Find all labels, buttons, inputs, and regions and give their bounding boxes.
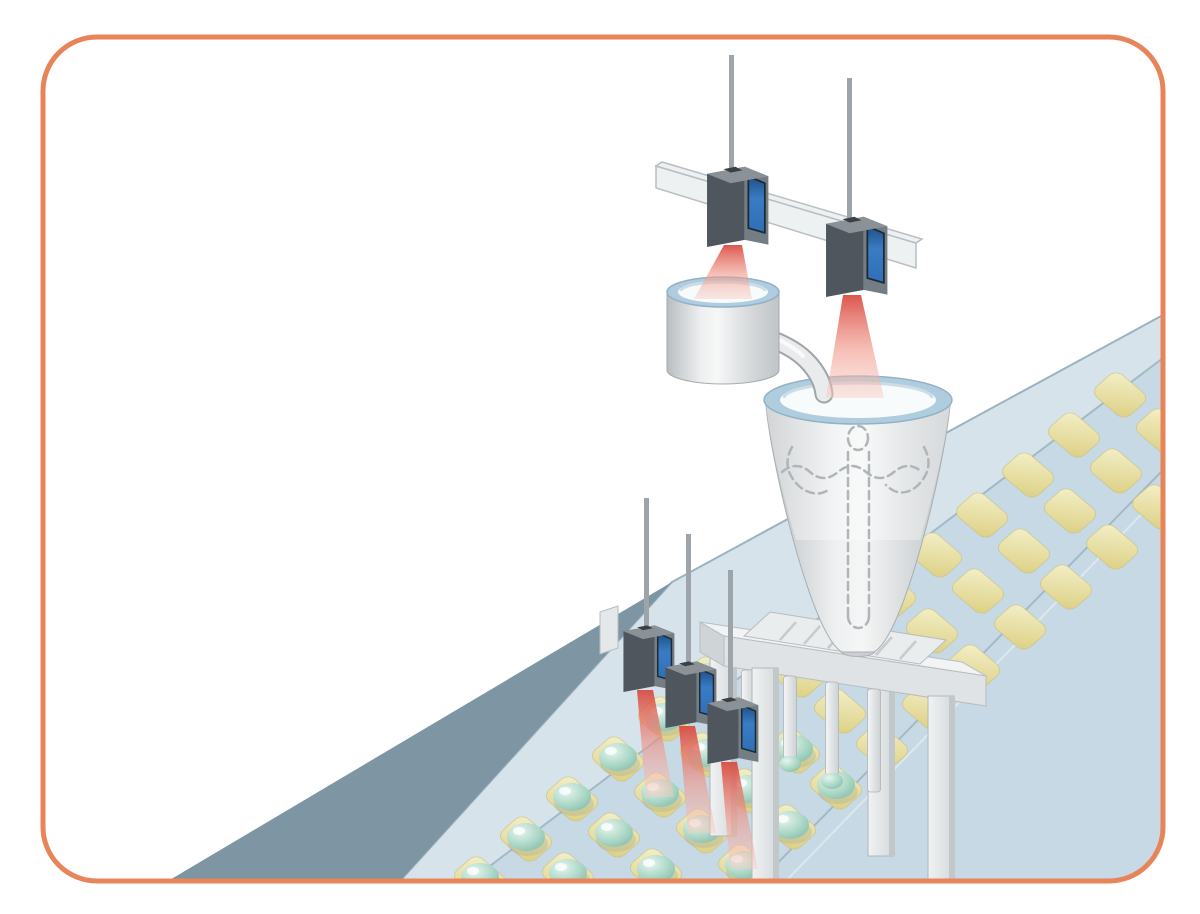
nozzle — [867, 688, 881, 793]
scene — [168, 55, 1163, 881]
frame-border — [40, 34, 1166, 884]
laser-beam-tank — [694, 245, 752, 299]
product-blob — [595, 819, 633, 847]
tray — [1039, 564, 1093, 610]
product-blob — [507, 823, 545, 851]
tray — [1093, 372, 1147, 418]
tray — [955, 492, 1009, 538]
laser-beam-hopper — [826, 295, 884, 398]
tank-body — [666, 291, 780, 385]
conveyor-flange — [400, 315, 1163, 881]
sensor-rod — [686, 534, 691, 666]
level-sensor-tank — [706, 165, 770, 248]
blob-highlight — [777, 815, 789, 823]
inspection-sensor-3 — [706, 696, 760, 765]
gantry-leg-shade — [949, 696, 955, 881]
blob-highlight — [555, 863, 567, 871]
gantry-leg-shade — [889, 648, 895, 856]
product-blob — [599, 743, 637, 771]
tray — [1131, 484, 1163, 530]
sensor-bracket — [599, 605, 619, 655]
tray — [1043, 488, 1097, 534]
sensor-rod — [729, 55, 734, 175]
blob-highlight — [643, 859, 655, 867]
tray — [1085, 524, 1139, 570]
sensor-rod — [644, 498, 649, 630]
dispenser-nozzles — [737, 669, 881, 793]
sensor-rod — [728, 570, 733, 702]
blob-highlight — [467, 867, 479, 875]
hopper-internal-dashed — [780, 424, 930, 630]
level-sensor-hopper — [825, 215, 889, 298]
tray — [1047, 412, 1101, 458]
sensor-rod — [847, 78, 852, 223]
hopper-cone-highlight — [766, 406, 950, 540]
gantry-bridge — [699, 611, 987, 881]
tray — [993, 604, 1047, 650]
conveyor-belt — [168, 314, 1163, 881]
conveyor-side-wall — [168, 582, 672, 881]
gantry-leg-shade — [773, 668, 779, 881]
product-blob — [553, 783, 591, 811]
tray — [1089, 448, 1143, 494]
tray — [951, 568, 1005, 614]
laser-beam-inspection-3 — [721, 762, 758, 869]
tray — [997, 528, 1051, 574]
laser-beam-inspection-2 — [679, 726, 716, 833]
blob-highlight — [513, 827, 525, 835]
blob-highlight — [605, 747, 617, 755]
nozzle — [783, 675, 797, 759]
gantry-near-legs — [751, 667, 955, 881]
laser-beam-inspection-1 — [637, 690, 674, 797]
gantry-beam-front — [723, 635, 987, 707]
tray — [1001, 452, 1055, 498]
nozzle — [825, 681, 839, 776]
blob-highlight — [559, 787, 571, 795]
inspection-station — [599, 498, 760, 869]
dispensed-blob — [821, 773, 843, 789]
blob-highlight — [601, 823, 613, 831]
dispensed-blob — [779, 756, 801, 772]
